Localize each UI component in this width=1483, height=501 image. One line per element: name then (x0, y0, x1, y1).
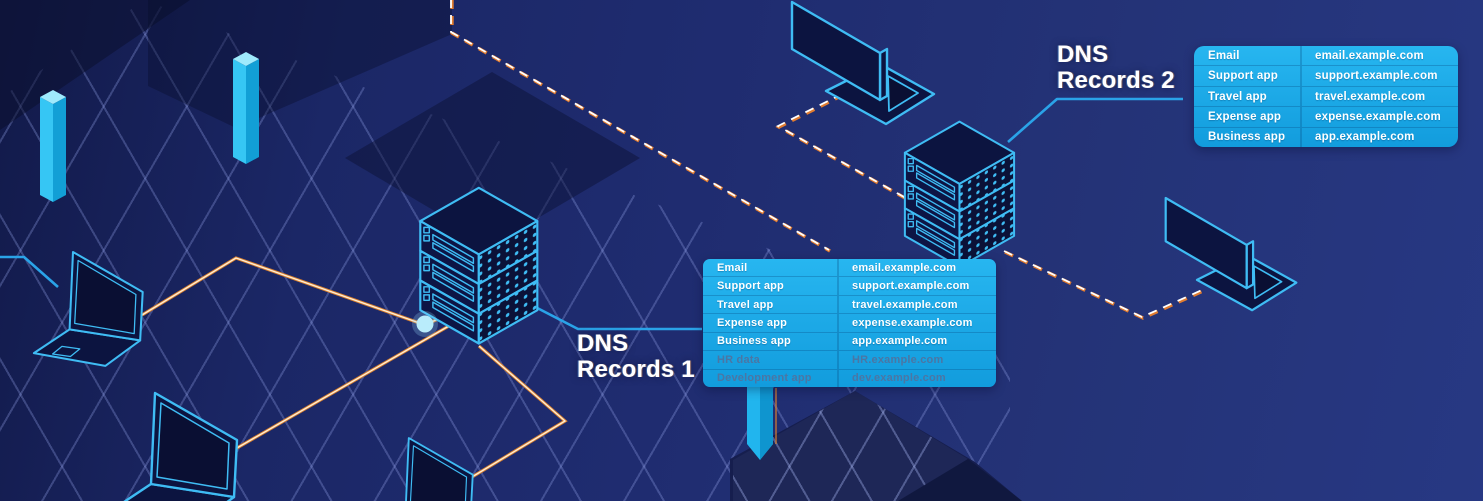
edge-wire-left (0, 255, 59, 288)
record-value: app.example.com (852, 335, 948, 348)
table-row: Support app support.example.com (703, 276, 996, 295)
record-name: Email (1194, 46, 1302, 66)
record-name: Email (703, 259, 839, 277)
laptop-back-icon (790, 0, 936, 126)
table-post (747, 386, 777, 460)
server-stack-icon (903, 120, 1016, 269)
record-value: app.example.com (1315, 131, 1415, 144)
table-row: Expense app expense.example.com (1194, 106, 1458, 127)
dns-label-line: Records 1 (577, 356, 695, 383)
connection-node-dot (416, 315, 434, 333)
table-row: Development app dev.example.com (703, 368, 996, 387)
dashed-connection-top (450, 0, 831, 253)
record-name: Development app (703, 369, 839, 387)
table-row: Support app support.example.com (1194, 65, 1458, 86)
dashed-connection-server2-laptop-e (1003, 250, 1204, 320)
record-name: Support app (1194, 66, 1302, 86)
table-row: HR data HR.example.com (703, 350, 996, 369)
record-name: Expense app (1194, 107, 1302, 127)
dns-label-line: DNS (577, 330, 629, 357)
laptop-front-icon (32, 250, 144, 367)
table-row: Travel app travel.example.com (703, 294, 996, 314)
table-row: Email email.example.com (1194, 46, 1458, 66)
dns-records-1-table: Email email.example.com Support app supp… (703, 259, 996, 387)
dns-label-line: Records 2 (1057, 67, 1175, 94)
callout-line-dns2 (1007, 97, 1183, 143)
record-value: expense.example.com (1315, 110, 1441, 123)
record-value: dev.example.com (852, 372, 946, 385)
dashed-connection-laptop-d-server2 (775, 93, 913, 204)
laptop-front-icon (107, 391, 239, 501)
table-row: Business app app.example.com (703, 331, 996, 351)
server-stack-icon (419, 186, 539, 345)
callout-line-dns1 (511, 293, 702, 331)
record-name: Business app (703, 332, 839, 351)
table-row: Expense app expense.example.com (703, 313, 996, 332)
table-row: Email email.example.com (703, 259, 996, 277)
dns-records-2-label: DNS Records 2 (1057, 42, 1175, 94)
record-value: support.example.com (1315, 70, 1438, 83)
record-value: email.example.com (1315, 49, 1424, 62)
record-value: travel.example.com (1315, 90, 1426, 103)
record-value: email.example.com (852, 261, 957, 274)
record-value: travel.example.com (852, 298, 958, 311)
record-value: HR.example.com (852, 353, 944, 366)
record-name: Support app (703, 277, 839, 295)
table-row: Business app app.example.com (1194, 126, 1458, 147)
record-name: Expense app (703, 314, 839, 332)
record-name: Travel app (1194, 86, 1302, 107)
record-name: HR data (703, 351, 839, 369)
orange-connection-laptop-b (229, 313, 469, 454)
laptop-front-icon (371, 437, 474, 501)
table-row: Travel app travel.example.com (1194, 85, 1458, 107)
laptop-back-icon (1164, 196, 1298, 312)
dns-records-1-label: DNS Records 1 (577, 331, 695, 383)
orange-connection-laptop-c (451, 344, 568, 491)
data-pillar-icon (40, 90, 66, 202)
record-value: expense.example.com (852, 316, 973, 329)
record-value: support.example.com (852, 280, 970, 293)
dns-records-2-table: Email email.example.com Support app supp… (1194, 46, 1458, 147)
orange-connection-laptop-a (141, 256, 456, 327)
data-pillar-icon (233, 52, 259, 164)
record-name: Travel app (703, 295, 839, 314)
dns-label-line: DNS (1057, 41, 1109, 68)
record-name: Business app (1194, 127, 1302, 147)
